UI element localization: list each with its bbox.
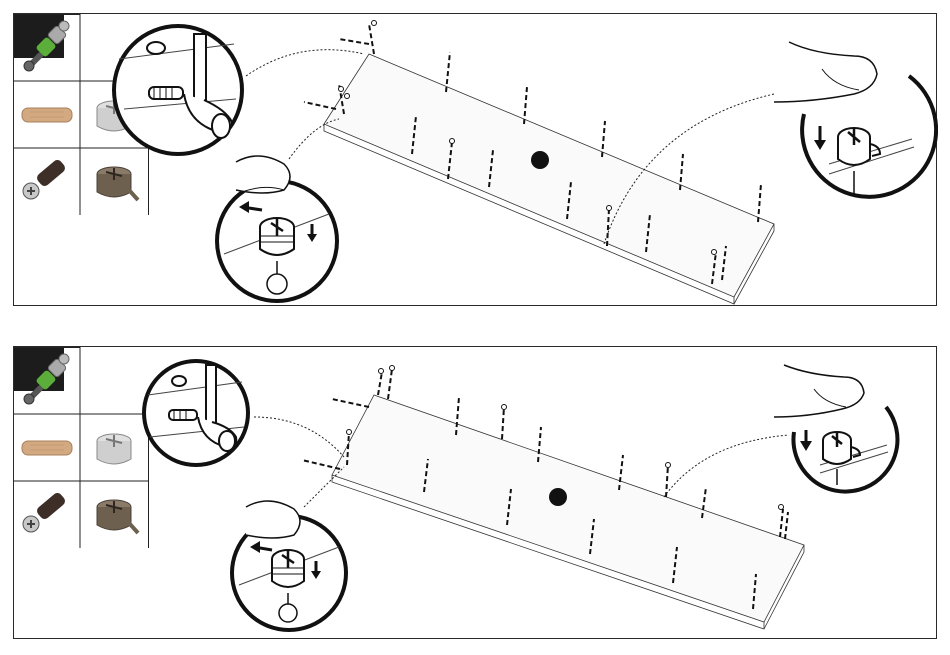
dowel-insert-detail xyxy=(114,26,242,154)
shelf-board xyxy=(324,54,774,304)
instruction-panel-1 xyxy=(13,13,937,306)
center-marker xyxy=(531,151,549,169)
instruction-panel-2 xyxy=(13,346,937,639)
dowel-insert-detail xyxy=(144,361,248,465)
cam-turn-detail xyxy=(232,501,346,630)
shelf-board xyxy=(332,395,804,629)
center-marker xyxy=(549,488,567,506)
cam-turn-detail xyxy=(217,156,337,301)
cam-press-detail xyxy=(774,42,936,197)
assembly-drawing xyxy=(14,14,938,307)
assembly-drawing xyxy=(14,347,938,640)
cam-press-detail xyxy=(774,365,897,492)
